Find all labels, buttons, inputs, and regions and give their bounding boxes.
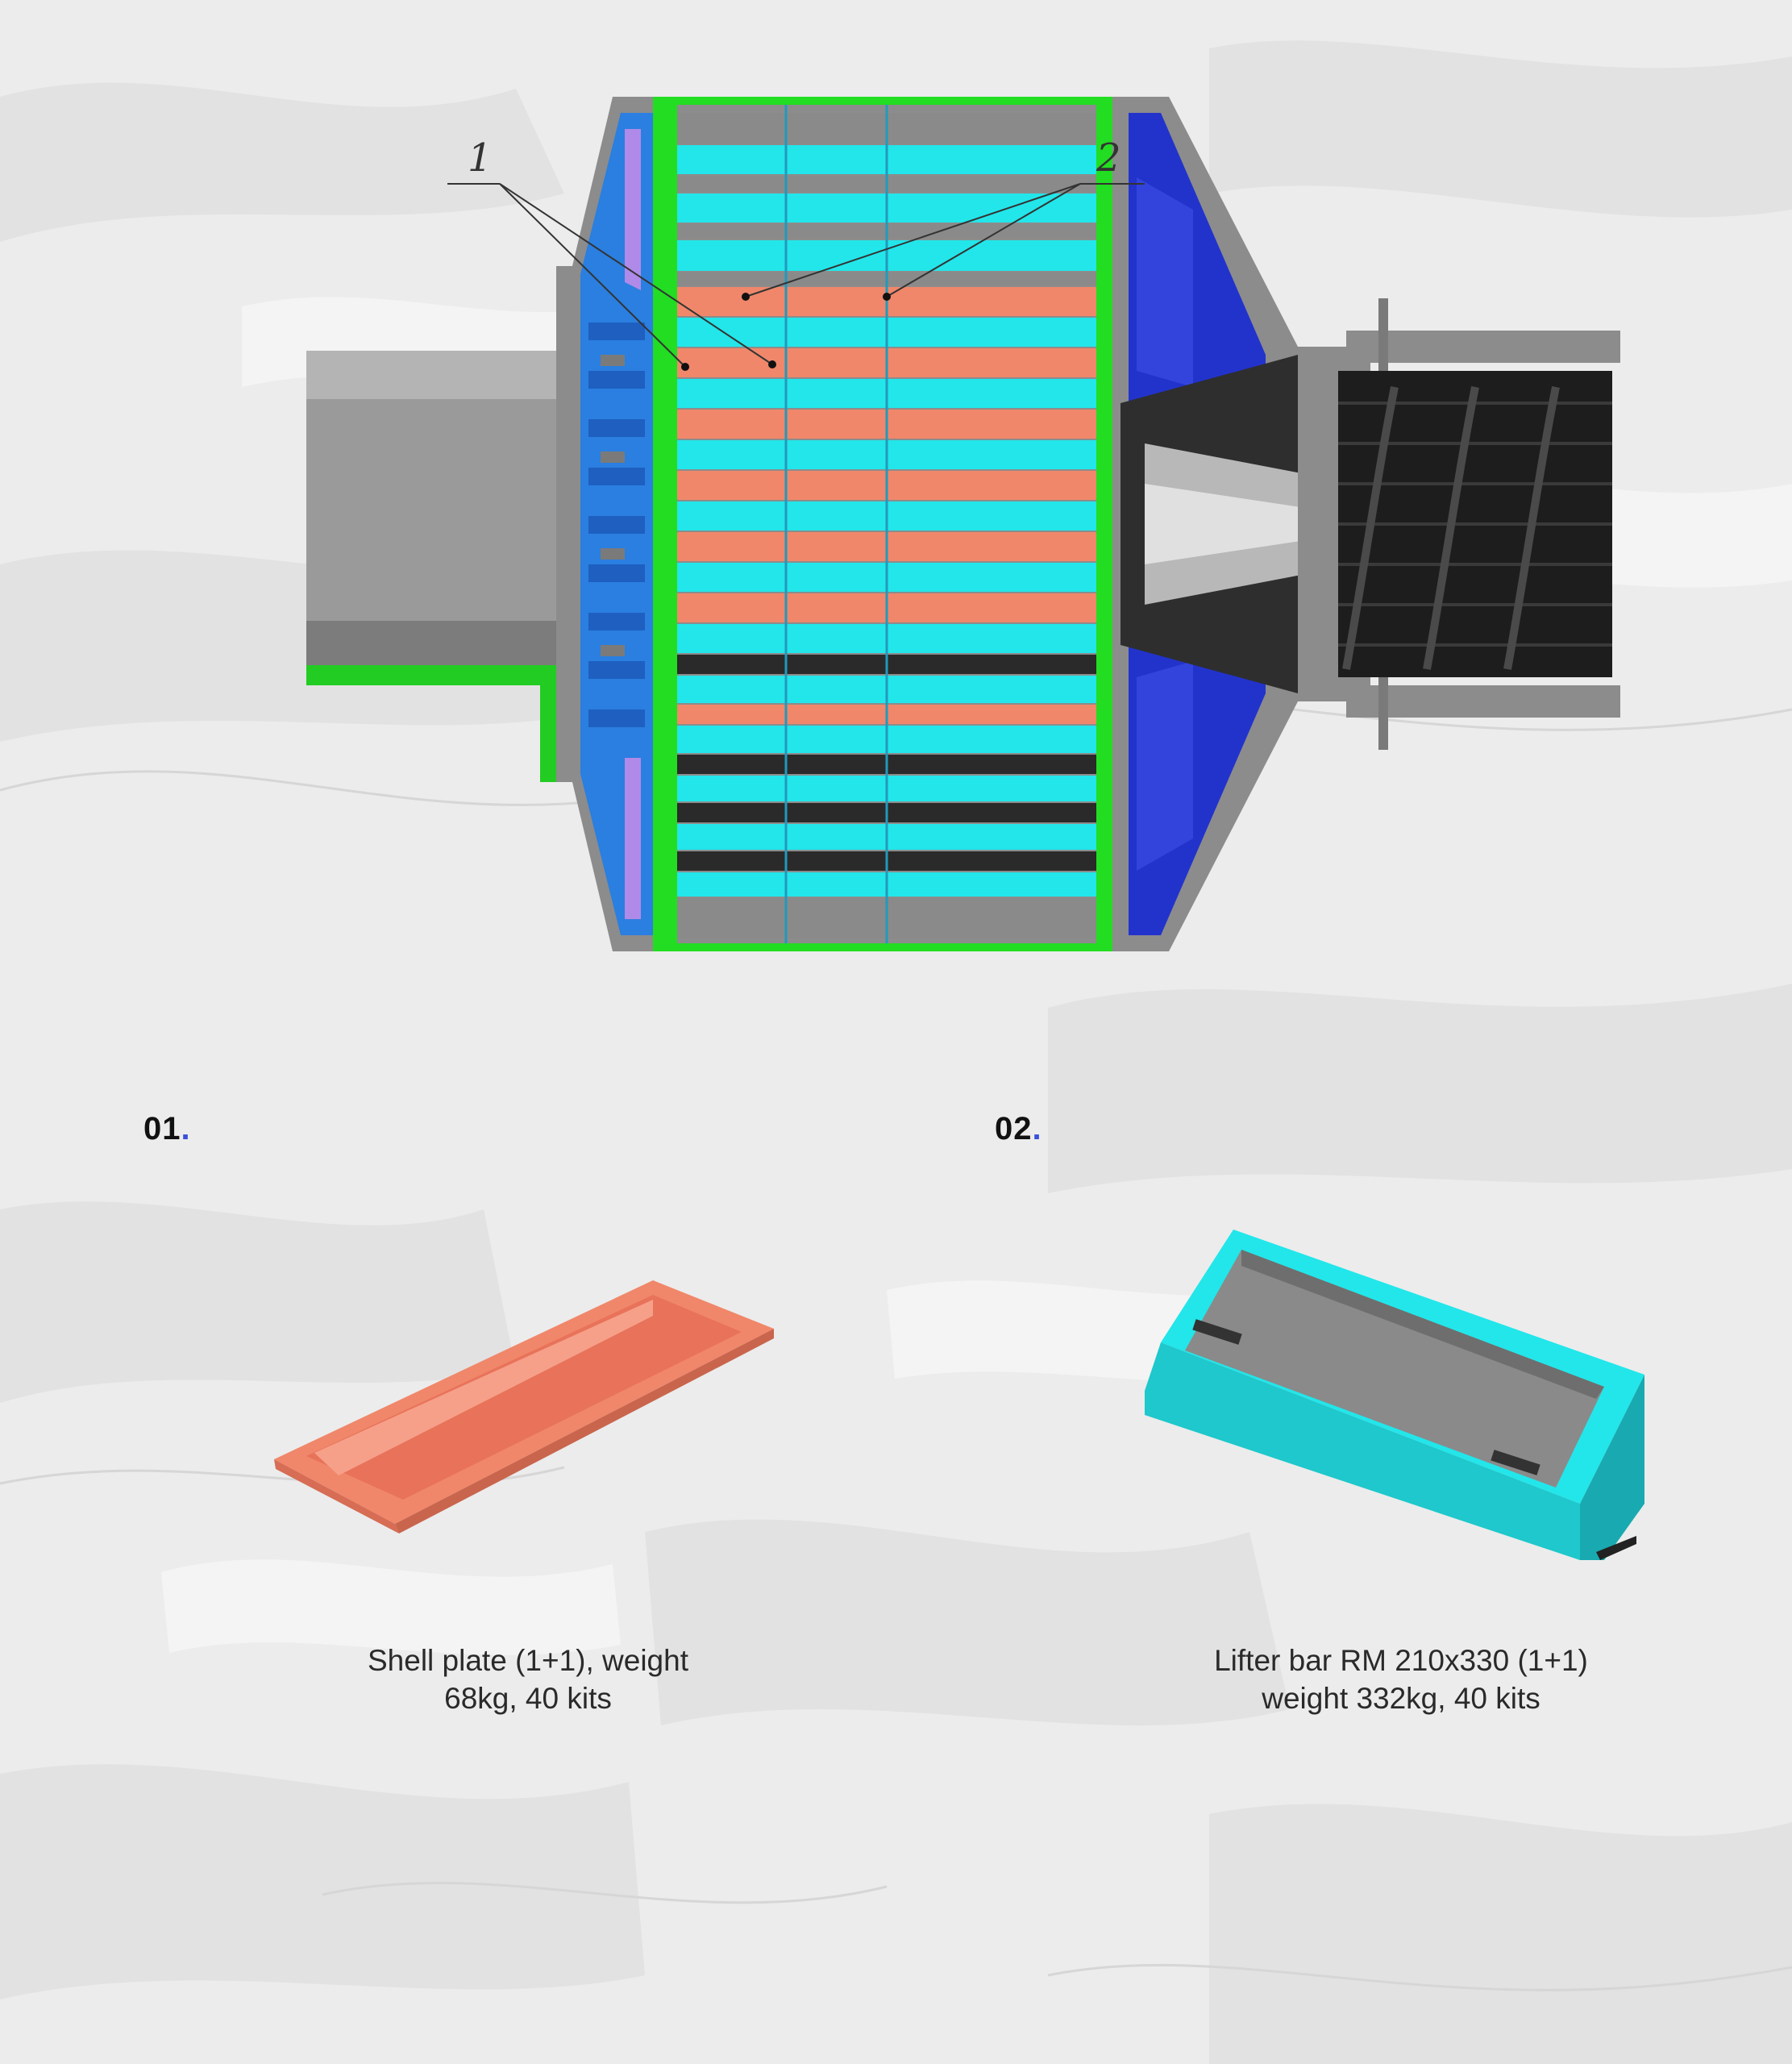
feed-trunnion	[306, 351, 580, 665]
callout-leaders	[447, 183, 1145, 368]
callout-label-2: 2	[1096, 135, 1121, 181]
part-number-01: 01.	[143, 1111, 191, 1146]
mill-cross-section-diagram: 1 2	[306, 97, 1620, 951]
callout-label-1: 1	[468, 135, 493, 181]
part-caption-02: Lifter bar RM 210x330 (1+1) weight 332kg…	[1214, 1644, 1588, 1715]
feed-trunnion-liner	[306, 665, 556, 685]
part-caption-01: Shell plate (1+1), weight 68kg, 40 kits	[368, 1644, 688, 1715]
shell-plate-illustration	[274, 1280, 774, 1533]
lifter-bar-illustration	[1145, 1230, 1644, 1560]
part-number-02: 02.	[995, 1111, 1042, 1146]
